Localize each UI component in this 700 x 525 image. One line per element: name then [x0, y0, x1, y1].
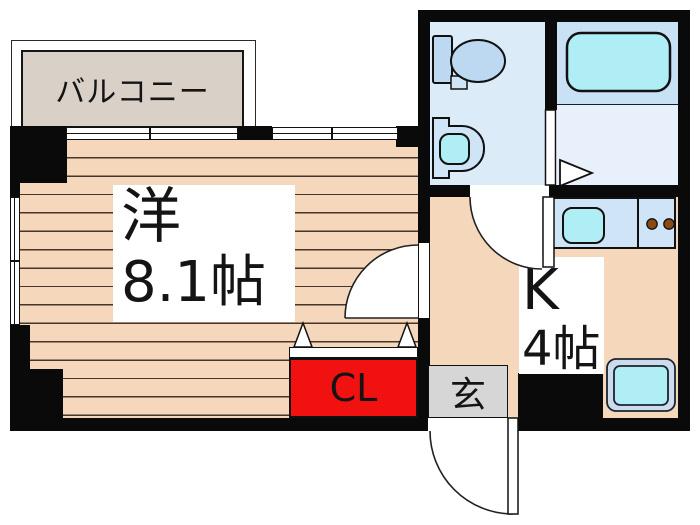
wall-toilet-bath-divider: [545, 22, 557, 110]
entrance-doorway-gap: [428, 418, 518, 431]
window-glazing-line: [273, 133, 397, 135]
window-sash-tick: [149, 127, 151, 139]
kitchen-name: K: [522, 258, 559, 323]
wall-right: [678, 10, 690, 431]
kitchen-area: 4帖: [522, 321, 601, 377]
counter-divider-line: [637, 199, 639, 247]
closet-label: CL: [329, 366, 378, 410]
toilet-room-floor: [430, 22, 545, 185]
window-top-left: [66, 127, 238, 140]
window-sash-tick: [331, 127, 333, 139]
entrance-door-arc: [429, 430, 514, 515]
window-glazing-line: [67, 133, 237, 135]
entrance-door-leaf: [507, 417, 519, 515]
western-room-name: 洋: [121, 182, 181, 252]
closet: CL: [289, 358, 418, 418]
window-left: [10, 197, 20, 325]
western-room-area: 8.1帖: [121, 250, 267, 315]
bathroom-floor: [557, 104, 678, 185]
wall-bath-block-left: [418, 10, 430, 243]
entrance-door-swing: [430, 431, 513, 514]
bathtub-zone: [557, 22, 678, 104]
wall-pipe-space: [518, 373, 603, 431]
wall-room-kitchen-divider: [418, 318, 430, 418]
toilet-doorway-gap: [470, 185, 549, 197]
wall-pier-between-windows: [238, 126, 272, 140]
room-doorway-gap: [418, 243, 430, 318]
window-sash-tick: [10, 260, 19, 262]
entrance-label: 玄: [449, 374, 486, 416]
wall-left-upper: [10, 126, 20, 197]
window-top-right: [272, 127, 398, 140]
closet-folding-door: [289, 347, 418, 358]
kitchen-label-box: K 4帖: [519, 257, 604, 374]
entrance: 玄: [428, 365, 508, 418]
kitchen-counter: [551, 197, 676, 249]
balcony: バルコニー: [21, 50, 244, 128]
western-room-label-box: 洋 8.1帖: [113, 185, 295, 322]
wall-bath-block-top: [418, 10, 690, 22]
balcony-label: バルコニー: [55, 75, 210, 110]
bath-door-leaf: [544, 109, 557, 186]
